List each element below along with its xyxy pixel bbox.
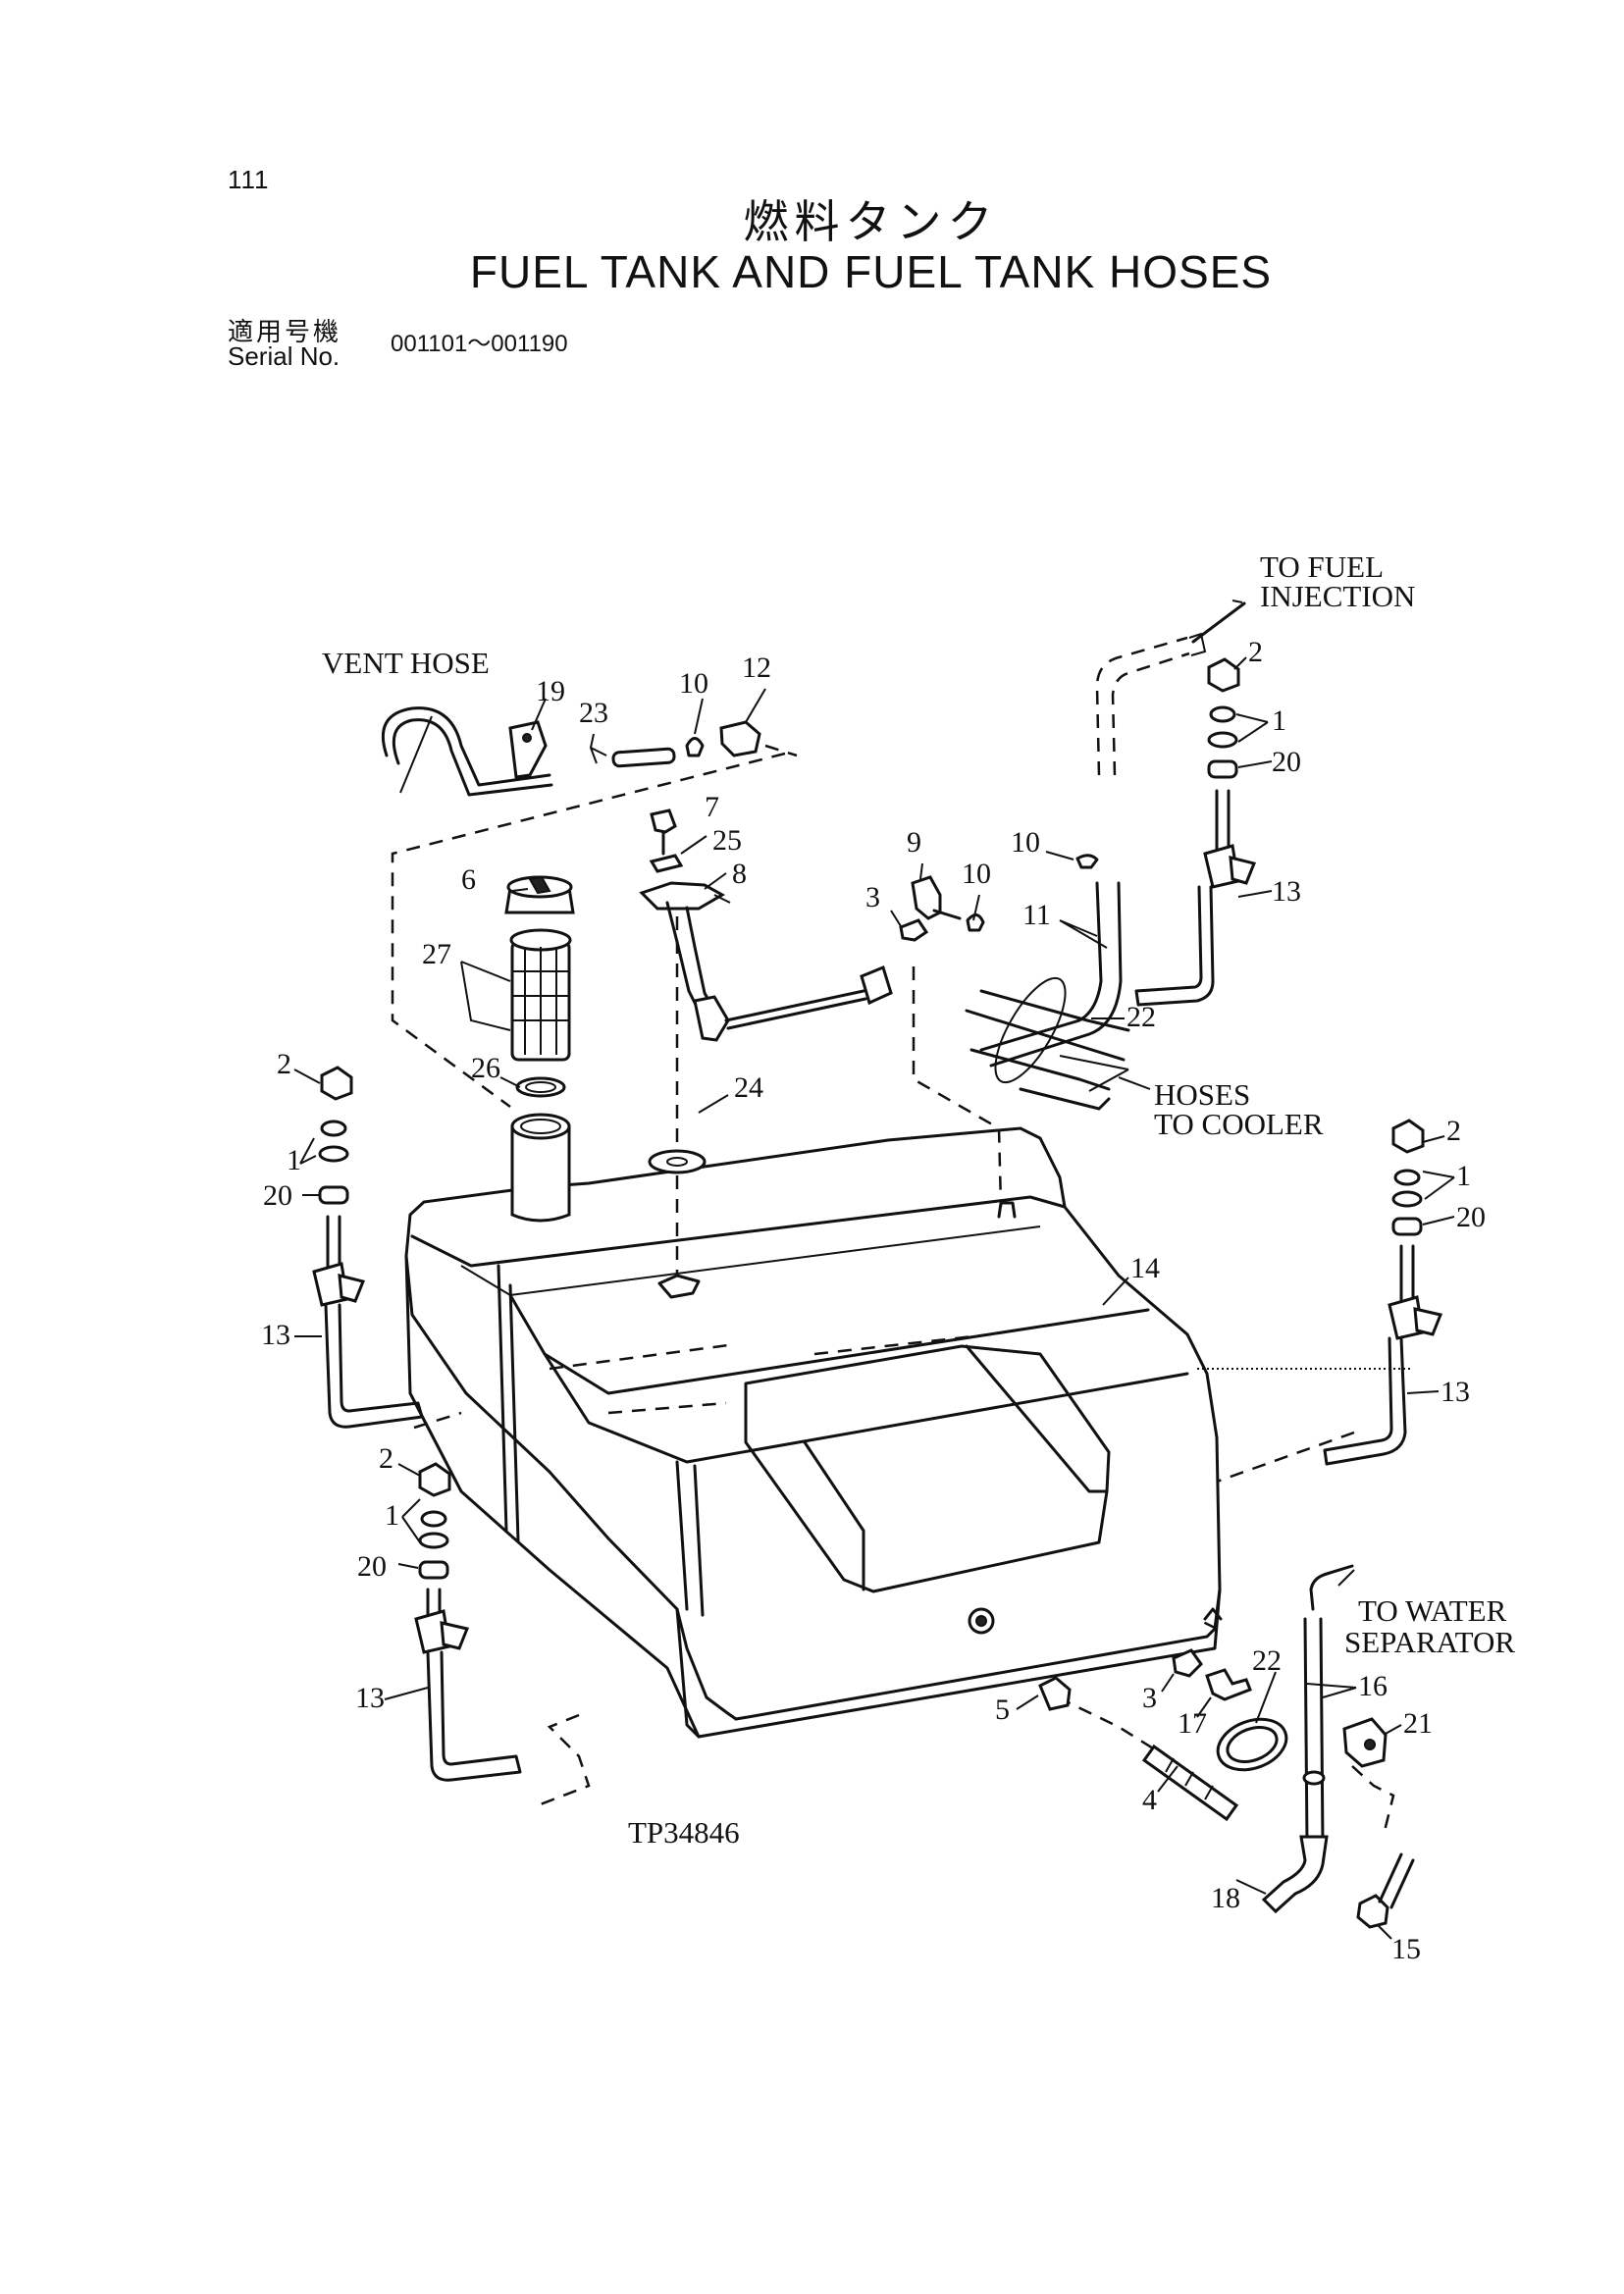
fitting-5 (1038, 1676, 1072, 1711)
filler-cap-strainer (504, 875, 575, 1098)
tank-strap-right (1197, 1119, 1443, 1466)
note-injection: INJECTION (1260, 579, 1415, 613)
hose-16 (1309, 1564, 1354, 1611)
note-hoses: HOSES (1154, 1077, 1250, 1112)
callout-13b: 13 (261, 1319, 290, 1351)
callout-13: 13 (1272, 875, 1301, 908)
hose-23 (611, 747, 676, 768)
sender-flange-8 (639, 881, 726, 911)
callout-7: 7 (705, 791, 719, 823)
callout-22: 22 (1126, 1001, 1156, 1033)
connector-17 (1205, 1668, 1252, 1701)
tank-strap-upper-right (1134, 657, 1257, 1007)
cooler-hose-assembly (899, 854, 1130, 1111)
serial-label: Serial No. (228, 341, 341, 371)
callout-1: 1 (1272, 704, 1286, 737)
callout-leader-lines (293, 600, 1455, 1940)
callout-10c: 10 (1011, 826, 1040, 859)
callout-3b: 3 (1142, 1682, 1157, 1714)
clamp-10 (685, 737, 705, 757)
callout-2b: 2 (277, 1048, 291, 1080)
page-title: FUEL TANK AND FUEL TANK HOSES (469, 246, 1273, 297)
callout-11: 11 (1022, 899, 1051, 931)
callout-25: 25 (712, 824, 742, 857)
drawing-number: TP34846 (628, 1815, 740, 1850)
note-to-water: TO WATER (1358, 1593, 1507, 1628)
callout-20d: 20 (357, 1550, 387, 1583)
callout-14: 14 (1130, 1252, 1160, 1284)
callout-2d: 2 (379, 1442, 393, 1475)
note-to-fuel: TO FUEL (1260, 549, 1384, 584)
callout-15: 15 (1391, 1933, 1421, 1965)
callout-20: 20 (1272, 746, 1301, 778)
tank-strap-left-upper (312, 1066, 424, 1429)
callout-12: 12 (742, 652, 771, 684)
callout-10: 10 (679, 667, 708, 700)
callout-19: 19 (536, 675, 565, 707)
water-separator-hose-assembly (1038, 1564, 1415, 1929)
gasket-24 (648, 1149, 707, 1174)
callout-numbers: 19 23 10 12 7 25 8 6 27 26 24 9 10 10 3 … (261, 636, 1486, 1965)
callout-24: 24 (734, 1071, 763, 1104)
callout-27: 27 (422, 938, 451, 970)
callout-1c: 1 (1456, 1160, 1471, 1192)
page-title-japanese: 燃料タンク (743, 195, 999, 248)
callout-3: 3 (865, 881, 880, 913)
vent-bracket-19 (508, 720, 548, 779)
connector-12 (719, 720, 761, 757)
callout-5: 5 (995, 1694, 1010, 1726)
serial-range: 001101～001190 (391, 331, 568, 357)
callout-20c: 20 (1456, 1201, 1486, 1233)
page-number: 111 (228, 165, 270, 194)
diagram-notes: VENT HOSE TO FUEL INJECTION HOSES TO COO… (322, 549, 1515, 1850)
callout-21: 21 (1403, 1707, 1433, 1740)
fuel-sender-unit (639, 808, 893, 1174)
callout-2: 2 (1248, 636, 1263, 668)
callout-2c: 2 (1446, 1115, 1461, 1147)
callout-13d: 13 (355, 1682, 385, 1714)
callout-4: 4 (1142, 1784, 1157, 1816)
callout-9: 9 (907, 826, 921, 859)
callout-22b: 22 (1252, 1644, 1282, 1677)
clamp-10b (966, 913, 985, 932)
fuel-tank-body (404, 1113, 1223, 1739)
clamp-3b (1172, 1648, 1203, 1678)
callout-8: 8 (732, 858, 747, 890)
washer-25 (649, 854, 684, 873)
fuel-injection-hose (1095, 601, 1246, 776)
callout-10b: 10 (962, 858, 991, 890)
callout-13c: 13 (1441, 1376, 1470, 1408)
callout-1b: 1 (287, 1144, 301, 1176)
clamp-10c (1075, 854, 1099, 869)
bolt-15 (1356, 1894, 1389, 1929)
callout-6: 6 (461, 863, 476, 896)
hose-joint-4 (1141, 1744, 1239, 1822)
clamp-3 (899, 918, 929, 942)
elbow-18 (1261, 1835, 1329, 1914)
screw-7 (650, 808, 677, 834)
callout-18: 18 (1211, 1882, 1240, 1914)
note-separator: SEPARATOR (1344, 1625, 1515, 1659)
callout-17: 17 (1178, 1707, 1207, 1740)
callout-16: 16 (1358, 1670, 1388, 1702)
serial-label-japanese: 適用号機 (228, 318, 342, 347)
tank-strap-left-lower (414, 1462, 522, 1782)
callout-1d: 1 (385, 1499, 399, 1532)
note-vent-hose: VENT HOSE (322, 646, 490, 680)
callout-20b: 20 (263, 1179, 292, 1212)
clamp-22a (994, 976, 1067, 1084)
gasket-26 (515, 1076, 566, 1098)
callout-23: 23 (579, 697, 608, 729)
dashed-leader-lines (391, 752, 1395, 1836)
note-to-cooler: TO COOLER (1154, 1107, 1324, 1141)
vent-hose-assembly (381, 706, 798, 797)
callout-26: 26 (471, 1052, 500, 1084)
